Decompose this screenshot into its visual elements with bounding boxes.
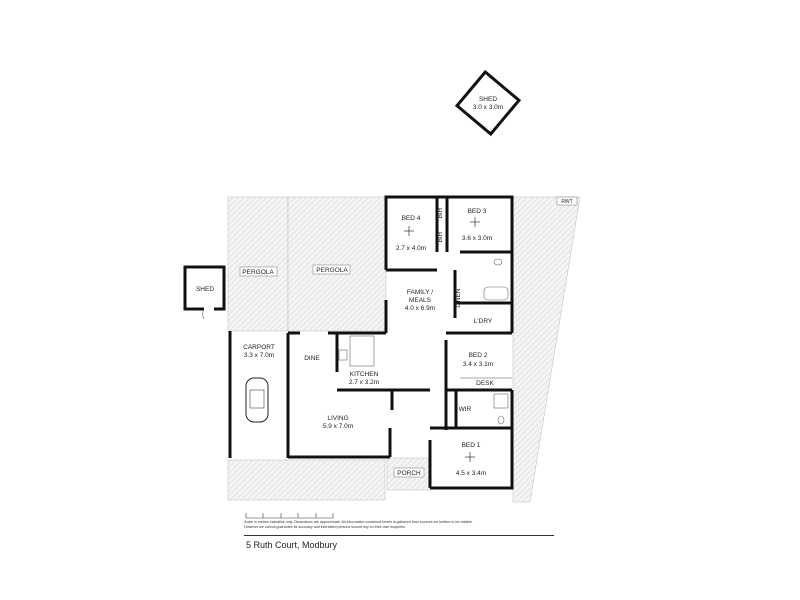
toilet-icon [493,258,503,266]
bir-label-1: BIR [437,207,444,218]
front-yard-area [227,459,386,501]
pergola-label-2: PERGOLA [316,267,348,274]
bed3-label: BED 3 [468,208,487,215]
linen-label: LINEN [455,288,462,307]
shed-top [454,69,522,137]
bed4-size: 2.7 x 4.0m [396,245,426,252]
stove-icon [338,349,348,361]
rwt-label: RWT [561,199,572,205]
bed1-size: 4.5 x 3.4m [456,470,486,477]
shed-left-label: SHED [196,286,214,293]
family-label-2: MEALS [409,297,432,304]
door-swing [202,308,205,320]
living-label: LIVING [327,415,348,422]
kitchen-label: KITCHEN [350,371,379,378]
car-icon [245,377,269,423]
bed1-label: BED 1 [462,442,481,449]
carport-label: CARPORT [243,344,275,351]
bir-label-2: BIR [437,231,444,242]
pergola-area-left [227,196,289,332]
wir-label: WIR [459,406,472,413]
pergola-area-right [287,196,387,332]
shed-left [183,265,226,311]
disclaimer-text: Scale in metres indicative only. Dimensi… [244,520,474,529]
toilet-icon [497,415,505,425]
scale-bar [245,513,334,519]
pergola-label-1: PERGOLA [242,269,274,276]
shower-icon [493,393,509,409]
family-label-1: FAMILY / [407,289,433,296]
desk-label: DESK [476,380,494,387]
porch-label: PORCH [397,470,421,477]
living-size: 5.9 x 7.0m [323,423,353,430]
property-address: 5 Ruth Court, Modbury [246,540,338,550]
fan-icon [404,217,480,462]
side-yard-area [512,196,581,503]
bed2-label: BED 2 [469,352,488,359]
carport-size: 3.3 x 7.0m [244,352,274,359]
shed-top-size: 3.0 x 3.0m [473,104,503,111]
bed3-size: 3.6 x 3.0m [462,235,492,242]
laundry-label: L'DRY [474,318,493,325]
bath-icon [483,286,509,301]
bed4-label: BED 4 [402,215,421,222]
divider [244,535,554,536]
kitchen-bench [349,335,375,367]
walls [228,195,514,490]
shed-top-label: SHED [479,96,497,103]
bed2-size: 3.4 x 3.1m [463,361,493,368]
kitchen-size: 2.7 x 3.2m [349,379,379,386]
family-size: 4.0 x 6.9m [405,305,435,312]
dine-label: DINE [304,355,320,362]
